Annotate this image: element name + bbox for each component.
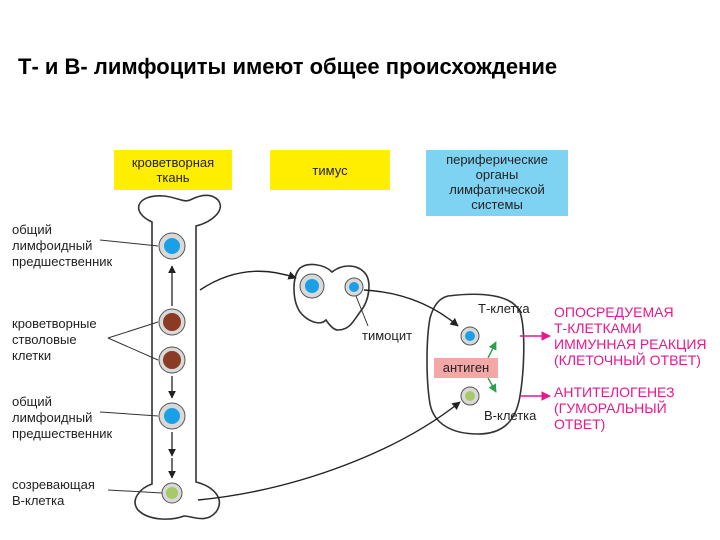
antigen-to-t-arrow <box>487 341 497 359</box>
b-cell <box>460 386 480 406</box>
common-lymphoid-progenitor-top-cell <box>158 232 186 260</box>
t-cell-label: Т-клетка <box>478 301 530 316</box>
stem-cells-label: кроветворные стволовые клетки <box>12 316 97 363</box>
pointer-stem-2 <box>107 337 159 361</box>
thymus-label: тимус <box>312 162 348 178</box>
pointer-top-progenitor <box>99 239 159 247</box>
hematopoietic-tissue-label: кроветворная ткань <box>131 155 215 185</box>
maturing-b-label: созревающая В-клетка <box>12 477 95 508</box>
common-lymphoid-progenitor-bottom-cell <box>158 402 186 430</box>
stem-cell-1 <box>158 308 186 336</box>
page-title: Т- и В- лимфоциты имеют общее происхожде… <box>18 54 558 79</box>
antigen-to-b-arrow <box>487 377 497 393</box>
pointer-maturing-b <box>107 489 163 494</box>
pointer-stem-1 <box>107 321 159 339</box>
cellular-response-text: ОПОСРЕДУЕМАЯ Т-КЛЕТКАМИ ИММУННАЯ РЕАКЦИЯ… <box>554 304 707 368</box>
arrow-thymus-to-node <box>363 289 459 327</box>
maturing-b-cell <box>161 482 183 504</box>
pointer-thymocyte <box>355 295 369 327</box>
b-cell-label: В-клетка <box>484 408 537 423</box>
thymocyte-label: тимоцит <box>362 328 413 343</box>
peripheral-organs-box: периферические органы лимфатической сист… <box>426 150 568 216</box>
common-progenitor-bottom-label: общий лимфоидный предшественник <box>12 394 113 441</box>
thymus-progenitor-cell <box>299 273 325 299</box>
common-progenitor-top-label: общий лимфоидный предшественник <box>12 222 113 269</box>
arrow-bone-to-node <box>197 401 461 501</box>
thymus-box: тимус <box>270 150 390 190</box>
pointer-bottom-progenitor <box>99 411 159 417</box>
stem-cell-2 <box>158 346 186 374</box>
thymus-outline <box>293 263 370 331</box>
t-cell <box>460 326 480 346</box>
antigen-box: антиген <box>434 358 498 378</box>
humoral-response-text: АНТИТЕЛОГЕНЕЗ (ГУМОРАЛЬНЫЙ ОТВЕТ) <box>554 384 675 432</box>
peripheral-organs-label: периферические органы лимфатической сист… <box>446 152 548 212</box>
thymocyte-cell <box>344 277 364 297</box>
arrow-bone-to-thymus <box>199 270 297 291</box>
hematopoietic-tissue-box: кроветворная ткань <box>114 150 232 190</box>
